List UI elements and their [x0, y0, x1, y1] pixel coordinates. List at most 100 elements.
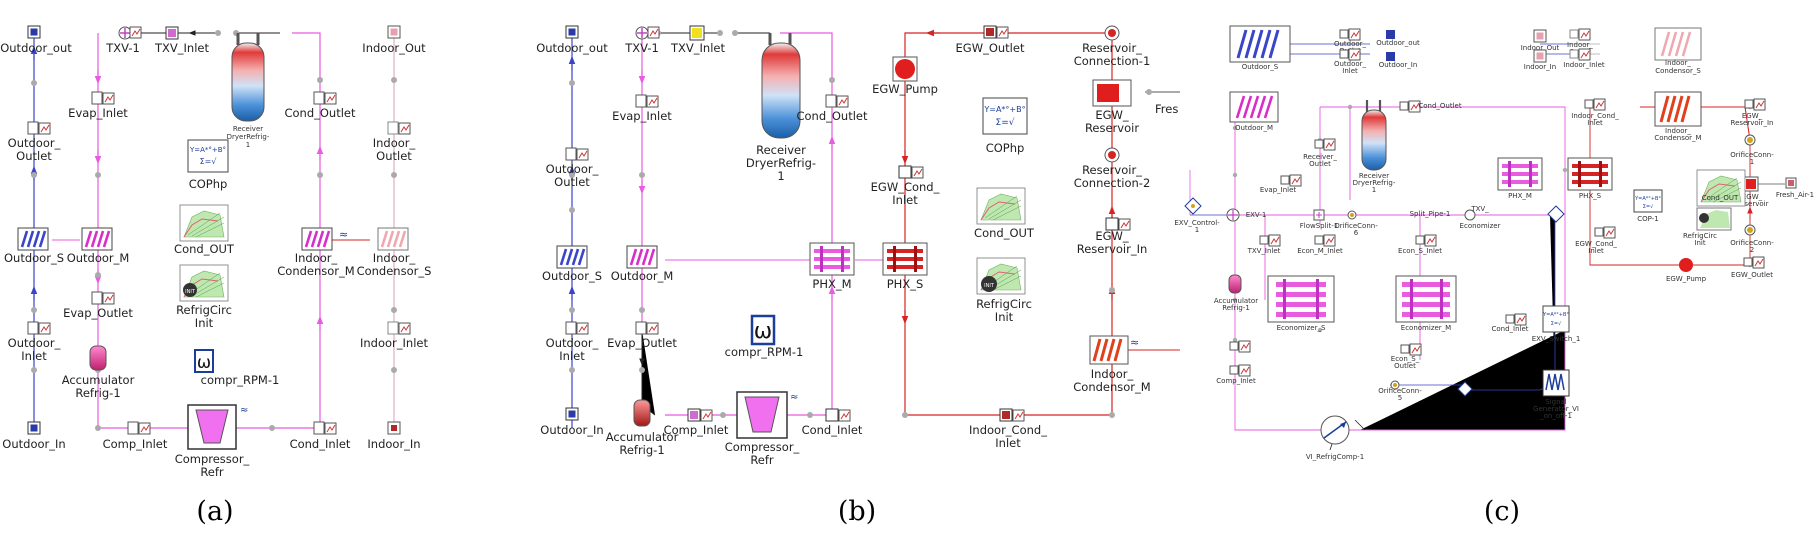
svg-text:Cond_Outlet: Cond_Outlet: [284, 106, 356, 120]
svg-text:EGW_Pump: EGW_Pump: [872, 82, 938, 96]
svg-text:Outlet: Outlet: [554, 175, 590, 189]
svg-text:RefrigCirc: RefrigCirc: [176, 303, 232, 317]
cophp-math-block[interactable]: [187, 139, 229, 173]
panel-a: Outdoor_out TXV-1 TXV_Inlet Receiver Dry…: [0, 25, 432, 527]
svg-text:Evap_Inlet: Evap_Inlet: [68, 106, 128, 120]
svg-text:Evap_Inlet: Evap_Inlet: [612, 109, 672, 123]
caption-a: (a): [196, 496, 233, 527]
svg-text:Condensor_M: Condensor_M: [277, 264, 354, 278]
label: TXV-1: [105, 41, 140, 55]
svg-text:Economizer_S: Economizer_S: [1277, 324, 1326, 332]
svg-text:EGW_Cond_: EGW_Cond_: [871, 180, 940, 194]
svg-text:Split_Pipe-1: Split_Pipe-1: [1410, 210, 1451, 218]
label: Indoor_Out: [362, 41, 426, 55]
rpm-source-icon[interactable]: [194, 349, 214, 373]
indoor-condensor-m-hx-icon[interactable]: [300, 226, 334, 252]
svg-text:EGW_Outlet: EGW_Outlet: [956, 41, 1025, 55]
svg-text:Condensor_S: Condensor_S: [1655, 67, 1701, 75]
svg-text:Init: Init: [995, 310, 1014, 324]
svg-text:compr_RPM-1: compr_RPM-1: [725, 345, 804, 359]
svg-text:Economizer: Economizer: [1460, 222, 1501, 230]
svg-text:EXV_Control-: EXV_Control-: [1174, 219, 1220, 227]
svg-text:Connection-2: Connection-2: [1074, 176, 1151, 190]
svg-text:Economizer_M: Economizer_M: [1401, 324, 1451, 332]
phx-s-icon[interactable]: [882, 242, 928, 276]
svg-text:Outlet: Outlet: [16, 149, 52, 163]
svg-text:INIT: INIT: [984, 283, 995, 289]
svg-text:Connection-1: Connection-1: [1074, 54, 1151, 68]
svg-text:Indoor_Cond_: Indoor_Cond_: [969, 423, 1047, 437]
svg-text:Refrig-1: Refrig-1: [1222, 304, 1250, 312]
svg-text:Outdoor_S: Outdoor_S: [542, 269, 602, 283]
svg-text:Condensor_S: Condensor_S: [357, 264, 432, 278]
receiver-dryer-icon[interactable]: [1361, 109, 1387, 171]
svg-text:≈: ≈: [339, 228, 348, 241]
accumulator-icon[interactable]: [89, 345, 107, 371]
phx-m-icon[interactable]: [809, 242, 855, 276]
svg-text:Inlet: Inlet: [559, 349, 585, 363]
svg-text:Outdoor_S: Outdoor_S: [1242, 63, 1279, 71]
svg-text:FlowSplit-1: FlowSplit-1: [1300, 222, 1338, 230]
svg-text:Econ_S_: Econ_S_: [1391, 355, 1420, 363]
cond-out-plot-icon[interactable]: [976, 187, 1026, 225]
svg-text:DryerRefrig-: DryerRefrig-: [746, 156, 816, 170]
svg-text:Outdoor_out: Outdoor_out: [536, 41, 608, 55]
svg-text:Indoor_In: Indoor_In: [367, 437, 420, 451]
outdoor-s-hx-icon[interactable]: [555, 244, 589, 270]
svg-text:Cond_Inlet: Cond_Inlet: [290, 437, 351, 451]
outdoor-m-hx-icon[interactable]: [80, 226, 114, 252]
phx-m-icon[interactable]: [1497, 157, 1543, 191]
svg-text:Inlet: Inlet: [1588, 247, 1604, 255]
outdoor-m-hx-icon[interactable]: [625, 244, 659, 270]
cop-math-block[interactable]: [1633, 189, 1663, 213]
svg-text:6: 6: [1354, 229, 1359, 237]
phx-s-icon[interactable]: [1567, 157, 1613, 191]
accumulator-icon[interactable]: [633, 399, 651, 427]
svg-text:OrificeConn-: OrificeConn-: [1334, 222, 1378, 230]
svg-text:EGW_Outlet: EGW_Outlet: [1731, 271, 1773, 279]
outdoor-s-hx-icon[interactable]: [16, 226, 50, 252]
svg-text:COPhp: COPhp: [986, 141, 1025, 155]
accumulator-icon[interactable]: [1228, 274, 1242, 294]
svg-text:Inlet: Inlet: [995, 436, 1021, 450]
svg-text:Inlet: Inlet: [1587, 119, 1603, 127]
svg-text:Outdoor_In: Outdoor_In: [540, 423, 603, 437]
egw-pump-icon[interactable]: [1679, 258, 1693, 272]
svg-text:Y=A*°+B°: Y=A*°+B°: [1542, 312, 1569, 318]
svg-text:Reservoir_: Reservoir_: [1082, 41, 1142, 55]
svg-text:Inlet: Inlet: [21, 349, 47, 363]
svg-text:EXV-1: EXV-1: [1246, 211, 1267, 219]
svg-text:Accumulator: Accumulator: [1214, 297, 1258, 305]
svg-text:Compressor_: Compressor_: [175, 452, 250, 466]
svg-text:Indoor_: Indoor_: [1665, 127, 1691, 135]
svg-text:Outdoor_M: Outdoor_M: [1235, 124, 1273, 132]
svg-text:EGW_Pump: EGW_Pump: [1666, 275, 1707, 283]
svg-text:compr_RPM-1: compr_RPM-1: [201, 373, 280, 387]
svg-text:PHX_M: PHX_M: [812, 277, 851, 291]
svg-text:Y=A*°+B°: Y=A*°+B°: [983, 105, 1025, 114]
svg-text:Condensor_M: Condensor_M: [1073, 380, 1150, 394]
svg-text:Refrig-1: Refrig-1: [75, 386, 120, 400]
receiver-dryer-icon: [231, 42, 265, 122]
svg-text:Cond_OUT: Cond_OUT: [974, 226, 1035, 240]
cophp-math-block[interactable]: [982, 97, 1028, 135]
svg-text:Condensor_M: Condensor_M: [1654, 134, 1701, 142]
rpm-source-icon[interactable]: [750, 314, 776, 346]
svg-text:Receiver: Receiver: [756, 143, 806, 157]
svg-text:1: 1: [246, 141, 250, 149]
svg-text:1: 1: [1750, 158, 1754, 166]
svg-text:Outdoor_: Outdoor_: [1334, 60, 1367, 68]
exv-switch-math-block[interactable]: [1542, 305, 1570, 333]
svg-text:DryerRefrig-: DryerRefrig-: [227, 133, 270, 141]
cond-out-plot-icon[interactable]: [179, 204, 229, 242]
svg-text:Indoor_In: Indoor_In: [1524, 63, 1556, 71]
label: Outdoor_out: [0, 41, 72, 55]
svg-text:Generator_VI: Generator_VI: [1533, 405, 1579, 413]
svg-text:ω: ω: [754, 319, 772, 344]
indoor-condensor-s-hx-icon[interactable]: [376, 226, 410, 252]
caption-c: (c): [1484, 496, 1520, 527]
svg-text:PHX_S: PHX_S: [887, 277, 924, 291]
svg-text:Reservoir_In: Reservoir_In: [1077, 242, 1148, 256]
svg-text:Y=A*°+B°: Y=A*°+B°: [189, 146, 226, 154]
receiver-dryer-icon[interactable]: [761, 42, 801, 139]
